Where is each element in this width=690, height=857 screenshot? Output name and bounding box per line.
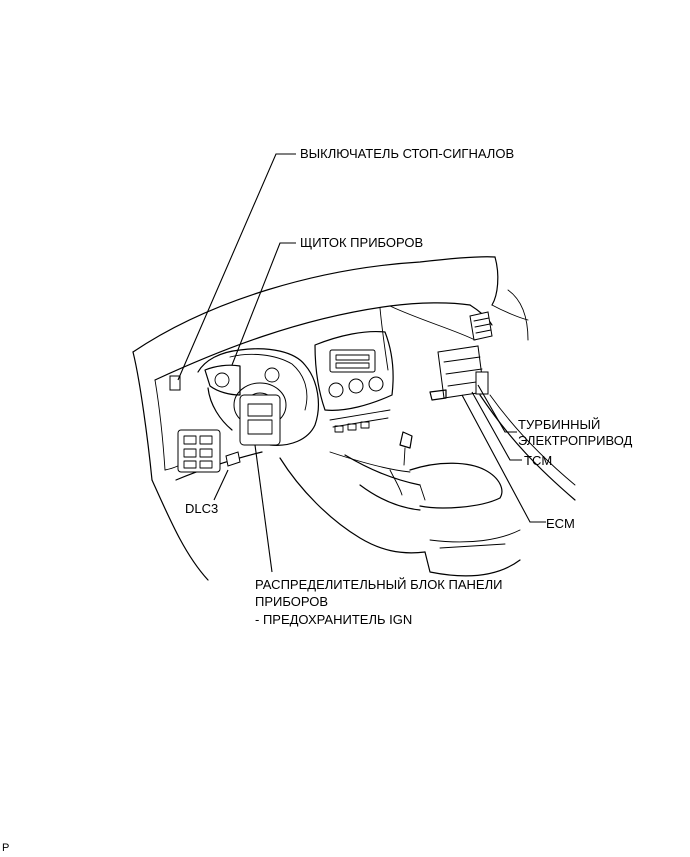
label-dlc3: DLC3 [185,501,219,516]
center-stack [314,330,394,433]
label-ecm: ECM [546,516,575,531]
label-brake-switch: ВЫКЛЮЧАТЕЛЬ СТОП-СИГНАЛОВ [300,146,515,161]
label-junction-block-line1: РАСПРЕДЕЛИТЕЛЬНЫЙ БЛОК ПАНЕЛИ [255,577,503,592]
label-combination-meter: ЩИТОК ПРИБОРОВ [300,235,424,250]
steering-wheel [197,348,320,446]
label-ign-fuse: - ПРЕДОХРАНИТЕЛЬ IGN [255,612,413,627]
right-vent [469,311,493,341]
label-turbo-motor-line2: ЭЛЕКТРОПРИВОД [518,433,633,448]
left-switch-panel [169,375,221,473]
label-tcm: TCM [524,453,553,468]
dlc3-connector [225,451,241,467]
label-turbo-motor-line1: ТУРБИННЫЙ [518,417,601,432]
dashboard-outline [132,256,576,581]
corner-mark: P [2,842,10,854]
ecm-tcm-module [429,345,489,401]
leader-lines [177,153,546,573]
label-junction-block-line2: ПРИБОРОВ [255,594,329,609]
